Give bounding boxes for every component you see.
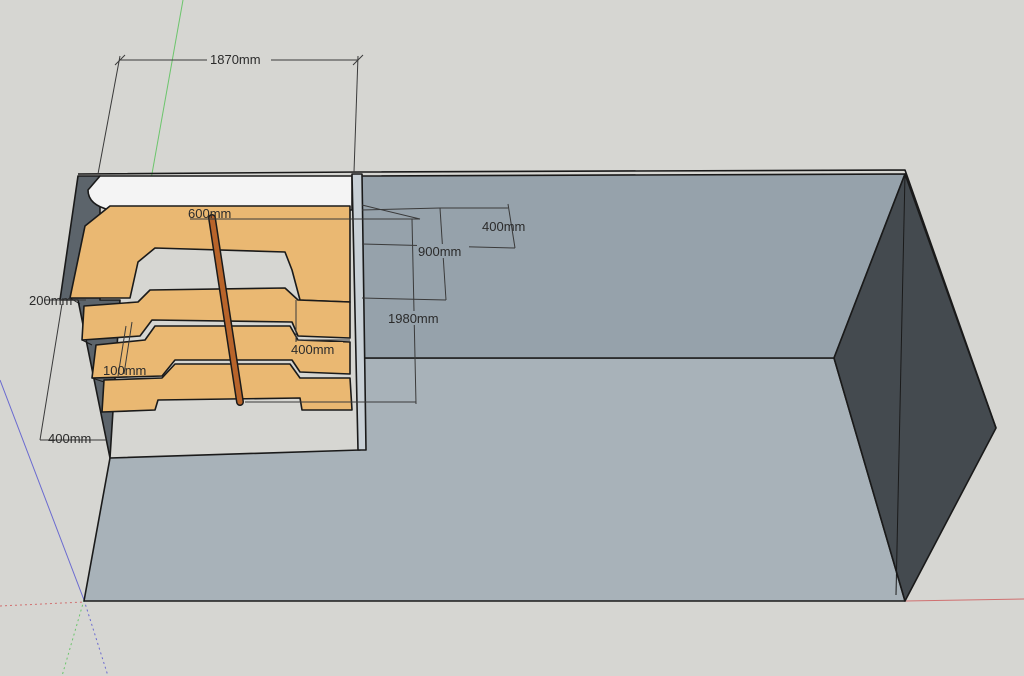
red-axis xyxy=(904,598,1024,602)
dim-label-900: 900mm xyxy=(418,244,461,259)
dimension-1980: 1980mm xyxy=(245,218,446,405)
dim-label-400-top: 400mm xyxy=(482,219,525,234)
dim-label-100: 100mm xyxy=(103,363,146,378)
top-rim xyxy=(77,169,997,429)
shelf-edge-1 xyxy=(69,297,81,305)
dimension-100: 100mm xyxy=(103,321,146,378)
white-back-panel xyxy=(87,175,353,211)
dim-label-400-mid: 400mm xyxy=(291,342,334,357)
blue-axis-dotted xyxy=(83,599,109,676)
dimension-600: 600mm xyxy=(188,204,421,221)
hanging-pole-fill xyxy=(209,215,243,405)
dimension-900: 900mm xyxy=(361,207,469,301)
dimension-1870: 1870mm xyxy=(97,51,364,175)
shelf-2[interactable] xyxy=(81,287,351,341)
shelf-4[interactable] xyxy=(101,363,353,413)
green-axis-dotted xyxy=(61,599,85,676)
shelf-edge-3 xyxy=(91,377,105,383)
dimension-400-top: 400mm xyxy=(361,203,525,249)
shelf-3[interactable] xyxy=(91,325,351,379)
shelf-edge-2 xyxy=(81,339,93,346)
dimension-400-mid: 400mm xyxy=(291,300,350,357)
right-wall-edge xyxy=(895,173,906,596)
blue-axis xyxy=(0,379,85,601)
dim-label-200: 200mm xyxy=(29,293,72,308)
red-axis-dotted xyxy=(0,601,85,607)
dim-label-1980: 1980mm xyxy=(388,311,439,326)
dim-label-1870: 1870mm xyxy=(210,52,261,67)
dim-label-400-left: 400mm xyxy=(48,431,91,446)
partition-board[interactable] xyxy=(351,173,367,451)
back-wall[interactable] xyxy=(359,173,906,359)
dim-label-600: 600mm xyxy=(188,206,231,221)
green-axis xyxy=(149,0,184,186)
dimension-400-left: 400mm xyxy=(39,303,106,446)
